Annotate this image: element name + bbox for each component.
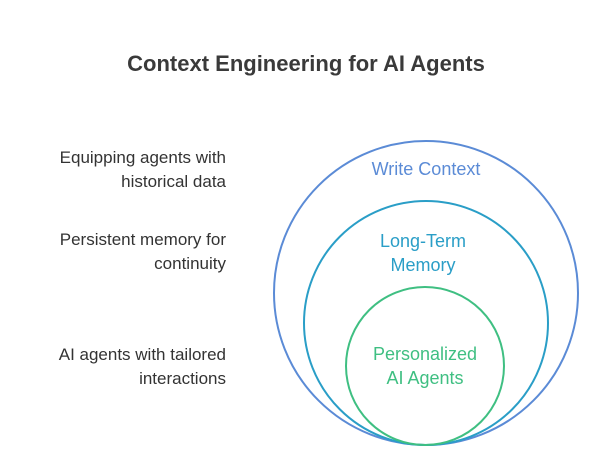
diagram-title: Context Engineering for AI Agents [127, 51, 485, 76]
description-personalized-agents: AI agents with tailored interactions [10, 343, 226, 391]
description-write-context: Equipping agents with historical data [10, 146, 226, 194]
outer-circle-label: Write Context [372, 159, 481, 179]
description-line: interactions [139, 369, 226, 388]
description-line: Equipping agents with [59, 148, 226, 167]
description-long-term-memory: Persistent memory for continuity [10, 228, 226, 276]
inner-circle-label-line: AI Agents [386, 368, 463, 388]
middle-circle-label-line: Long-Term [380, 231, 466, 251]
middle-circle-label-line: Memory [390, 255, 455, 275]
inner-circle-personalized-agents [345, 286, 505, 446]
description-line: historical data [121, 172, 226, 191]
description-line: AI agents with tailored [58, 345, 226, 364]
description-line: continuity [154, 254, 226, 273]
description-line: Persistent memory for [59, 230, 226, 249]
inner-circle-label-line: Personalized [373, 344, 477, 364]
outer-circle-write-context [273, 140, 579, 446]
